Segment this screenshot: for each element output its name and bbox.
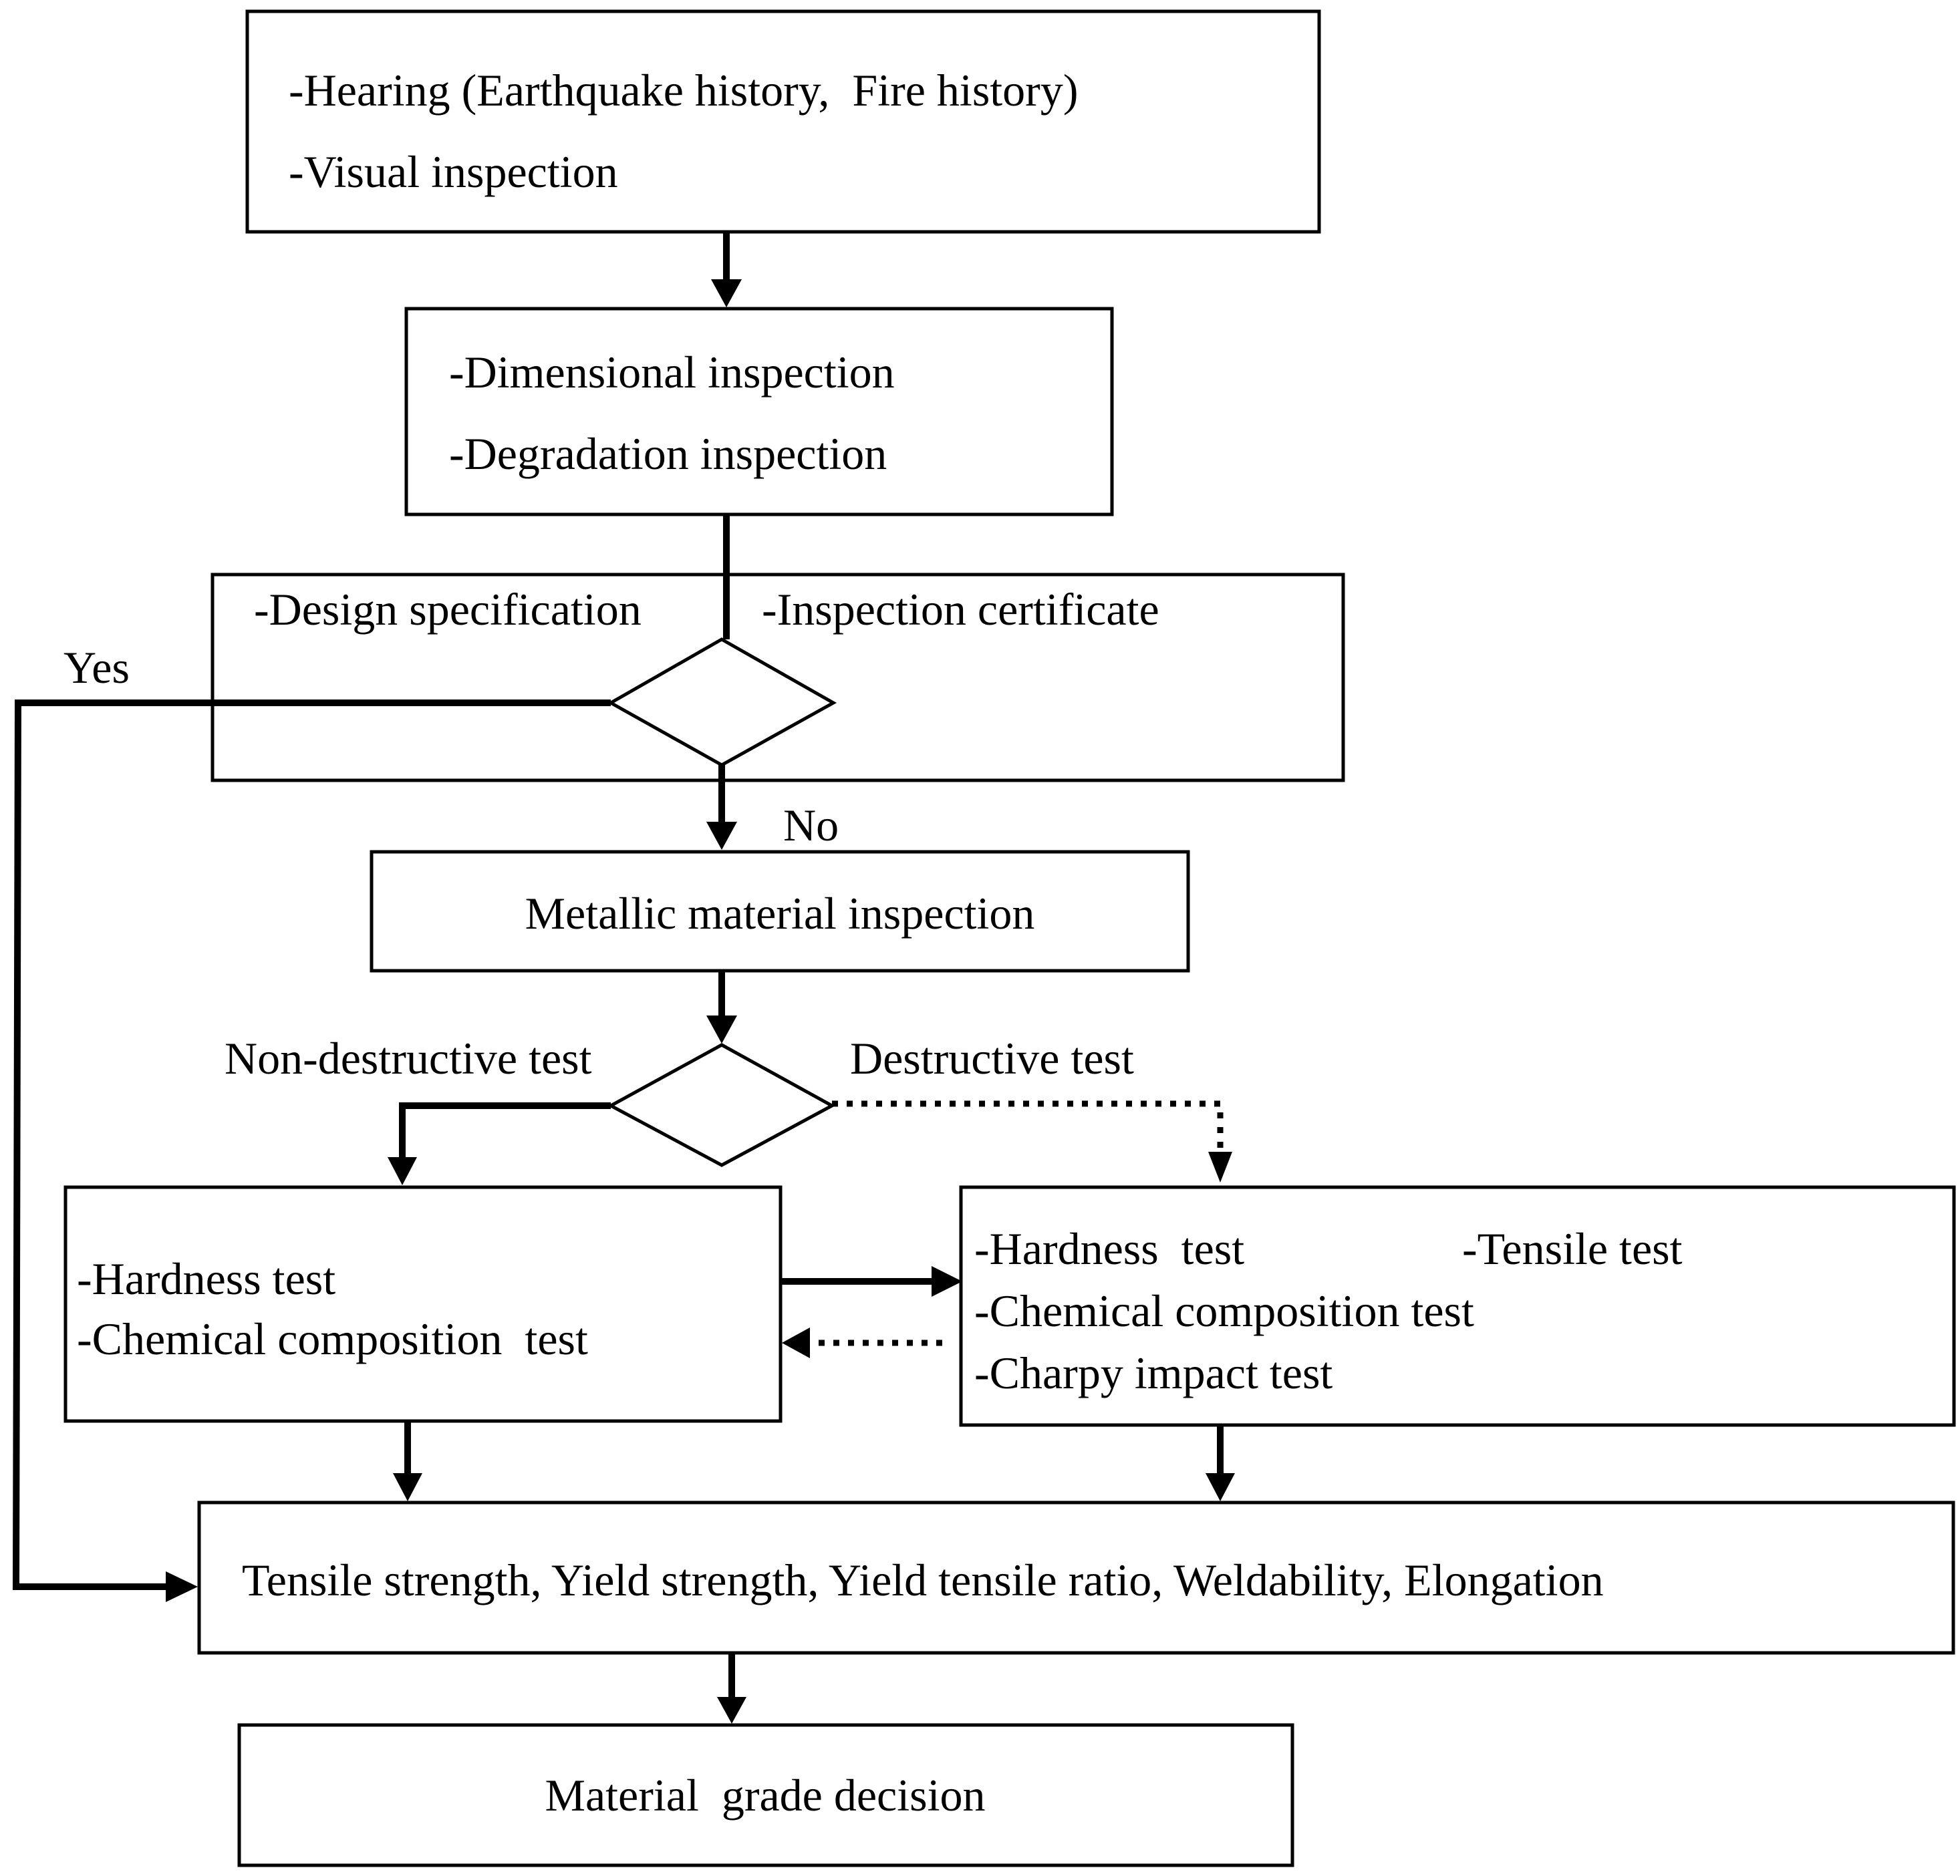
properties-text: Tensile strength, Yield strength, Yield …: [242, 1555, 1604, 1605]
no-label: No: [783, 800, 839, 850]
destructive-tests-box: [959, 1185, 1956, 1427]
arrowhead-destructive: [1208, 1152, 1232, 1183]
properties-box: [197, 1501, 1955, 1655]
survey-box: [245, 9, 1321, 234]
survey-hearing-text: -Hearing (Earthquake history, Fire histo…: [289, 65, 1078, 116]
non-destructive-tests-box: [63, 1185, 783, 1423]
non-destructive-label: Non-destructive test: [225, 1033, 592, 1084]
degradation-inspection-text: -Degradation inspection: [449, 428, 887, 479]
grade-decision-box: [237, 1723, 1294, 1867]
grade-decision-text: Material grade decision: [545, 1770, 986, 1821]
connector-destructive: [832, 1100, 1224, 1150]
destructive-label: Destructive test: [850, 1033, 1134, 1084]
d-tensile-test-text: -Tensile test: [1462, 1223, 1683, 1274]
arrowhead-test-choice: [706, 1015, 737, 1044]
nd-hardness-test-text: -Hardness test: [77, 1253, 335, 1304]
d-chemical-composition-text: -Chemical composition test: [974, 1285, 1474, 1336]
inspection-certificate-text: -Inspection certificate: [762, 584, 1159, 635]
nd-chemical-composition-text: -Chemical composition test: [77, 1313, 588, 1364]
arrowhead-to-non-destructive: [782, 1327, 810, 1358]
arrowhead-nd-properties: [393, 1473, 422, 1501]
arrowhead-to-destructive: [932, 1266, 962, 1297]
arrowhead-dimensional: [711, 279, 742, 307]
arrowhead-metallic: [706, 822, 737, 850]
metallic-inspection-box: [370, 850, 1190, 973]
yes-label: Yes: [63, 642, 130, 693]
connector-yes-bypass: [12, 699, 611, 1590]
d-charpy-impact-text: -Charpy impact test: [974, 1348, 1333, 1398]
d-hardness-test-text: -Hardness test: [974, 1223, 1244, 1274]
survey-visual-text: -Visual inspection: [289, 146, 618, 197]
connector-non-destructive: [399, 1102, 611, 1157]
dimensional-box: [404, 307, 1114, 516]
test-type-decision-diamond: [607, 1043, 836, 1167]
arrowhead-decision: [717, 1697, 746, 1724]
metallic-inspection-text: Metallic material inspection: [525, 888, 1035, 939]
design-specification-text: -Design specification: [254, 584, 642, 635]
arrowhead-non-destructive: [388, 1157, 417, 1185]
arrowhead-yes-properties: [166, 1571, 198, 1602]
dimensional-inspection-text: -Dimensional inspection: [449, 347, 895, 398]
arrowhead-d-properties: [1206, 1473, 1235, 1501]
